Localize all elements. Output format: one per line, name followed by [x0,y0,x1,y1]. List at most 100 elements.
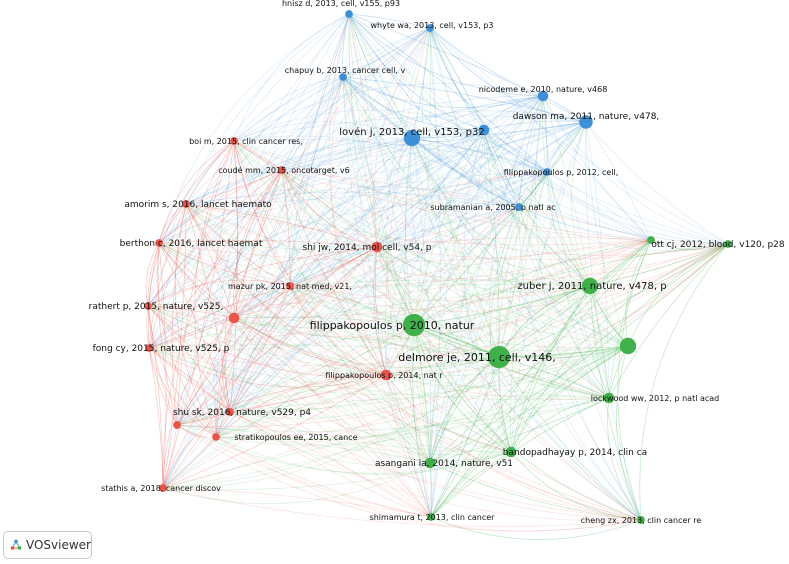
link [176,397,610,432]
link [162,203,187,489]
link [148,13,350,349]
link [413,129,485,326]
node-n3[interactable] [339,73,347,81]
node-label: nicodeme e, 2010, nature, v468 [479,85,608,94]
node-n5[interactable] [579,115,593,129]
link [185,203,512,453]
node-n8[interactable] [543,168,551,176]
link [498,239,652,358]
link [429,27,729,245]
link [233,109,485,142]
node-n7[interactable] [478,124,490,136]
node-n28[interactable] [619,337,637,355]
link [585,121,629,347]
node-n22[interactable] [212,433,220,441]
link [145,242,160,307]
node-n10[interactable] [230,137,238,145]
node-n25[interactable] [724,240,732,248]
link [617,239,652,521]
link [162,169,283,489]
link [510,243,729,453]
link [518,206,652,241]
link [147,129,485,307]
link [281,169,642,521]
node-n1[interactable] [345,10,353,18]
link [483,129,629,347]
link [233,140,500,358]
link [233,140,291,287]
node-n24[interactable] [647,236,655,244]
node-n27[interactable] [402,313,426,337]
link [289,76,344,287]
node-n2[interactable] [426,24,434,32]
node-n32[interactable] [424,457,436,469]
link [281,169,500,358]
node-n16[interactable] [144,302,152,310]
link [233,246,378,319]
node-n13[interactable] [155,239,163,247]
node-n15[interactable] [286,282,294,290]
link [233,243,729,319]
link [413,324,512,453]
link [422,27,500,358]
node-n4[interactable] [537,90,549,102]
link [147,305,217,438]
link [429,27,512,453]
link [148,243,729,366]
node-n26[interactable] [581,277,599,295]
node-n33[interactable] [427,513,435,521]
node-n30[interactable] [603,392,615,404]
link [348,13,642,521]
link [542,95,610,399]
link [171,203,187,426]
node-n18[interactable] [145,344,153,352]
link [229,411,432,518]
link [148,129,485,349]
link [430,243,729,518]
link [176,121,587,426]
link [185,121,587,205]
link [385,374,610,400]
link [411,27,431,139]
node-n34[interactable] [637,516,645,524]
link [233,239,652,319]
link [510,239,652,453]
link [429,27,544,97]
node-n19[interactable] [380,369,392,381]
link [233,140,283,171]
link [147,95,544,307]
link [289,239,652,287]
link [289,206,520,287]
link [289,27,431,287]
link [148,285,591,349]
node-n31[interactable] [505,446,517,458]
node-n17[interactable] [228,312,240,324]
node-n14[interactable] [371,241,383,253]
link [176,169,283,426]
node-label: filippakopoulos p, 2012, cell, [504,168,619,177]
node-label: dawson ma, 2011, nature, v478, [513,112,660,122]
node-n20[interactable] [226,408,234,416]
node-label: chapuy b, 2013, cancer cell, v [285,66,406,75]
node-n6[interactable] [403,129,421,147]
node-n9[interactable] [515,203,523,211]
node-n21[interactable] [173,421,181,429]
link [176,424,642,532]
link [510,345,629,453]
node-n12[interactable] [182,200,190,208]
link [229,246,378,413]
link [348,13,378,248]
link [281,169,291,287]
node-n23[interactable] [159,484,167,492]
link [213,13,350,438]
link [281,169,729,245]
node-n11[interactable] [278,166,286,174]
link [215,356,500,438]
link [376,121,587,248]
link [157,242,178,426]
link [411,137,629,347]
link [233,13,350,319]
link [413,324,642,521]
link [148,344,500,358]
node-n29[interactable] [487,345,511,369]
